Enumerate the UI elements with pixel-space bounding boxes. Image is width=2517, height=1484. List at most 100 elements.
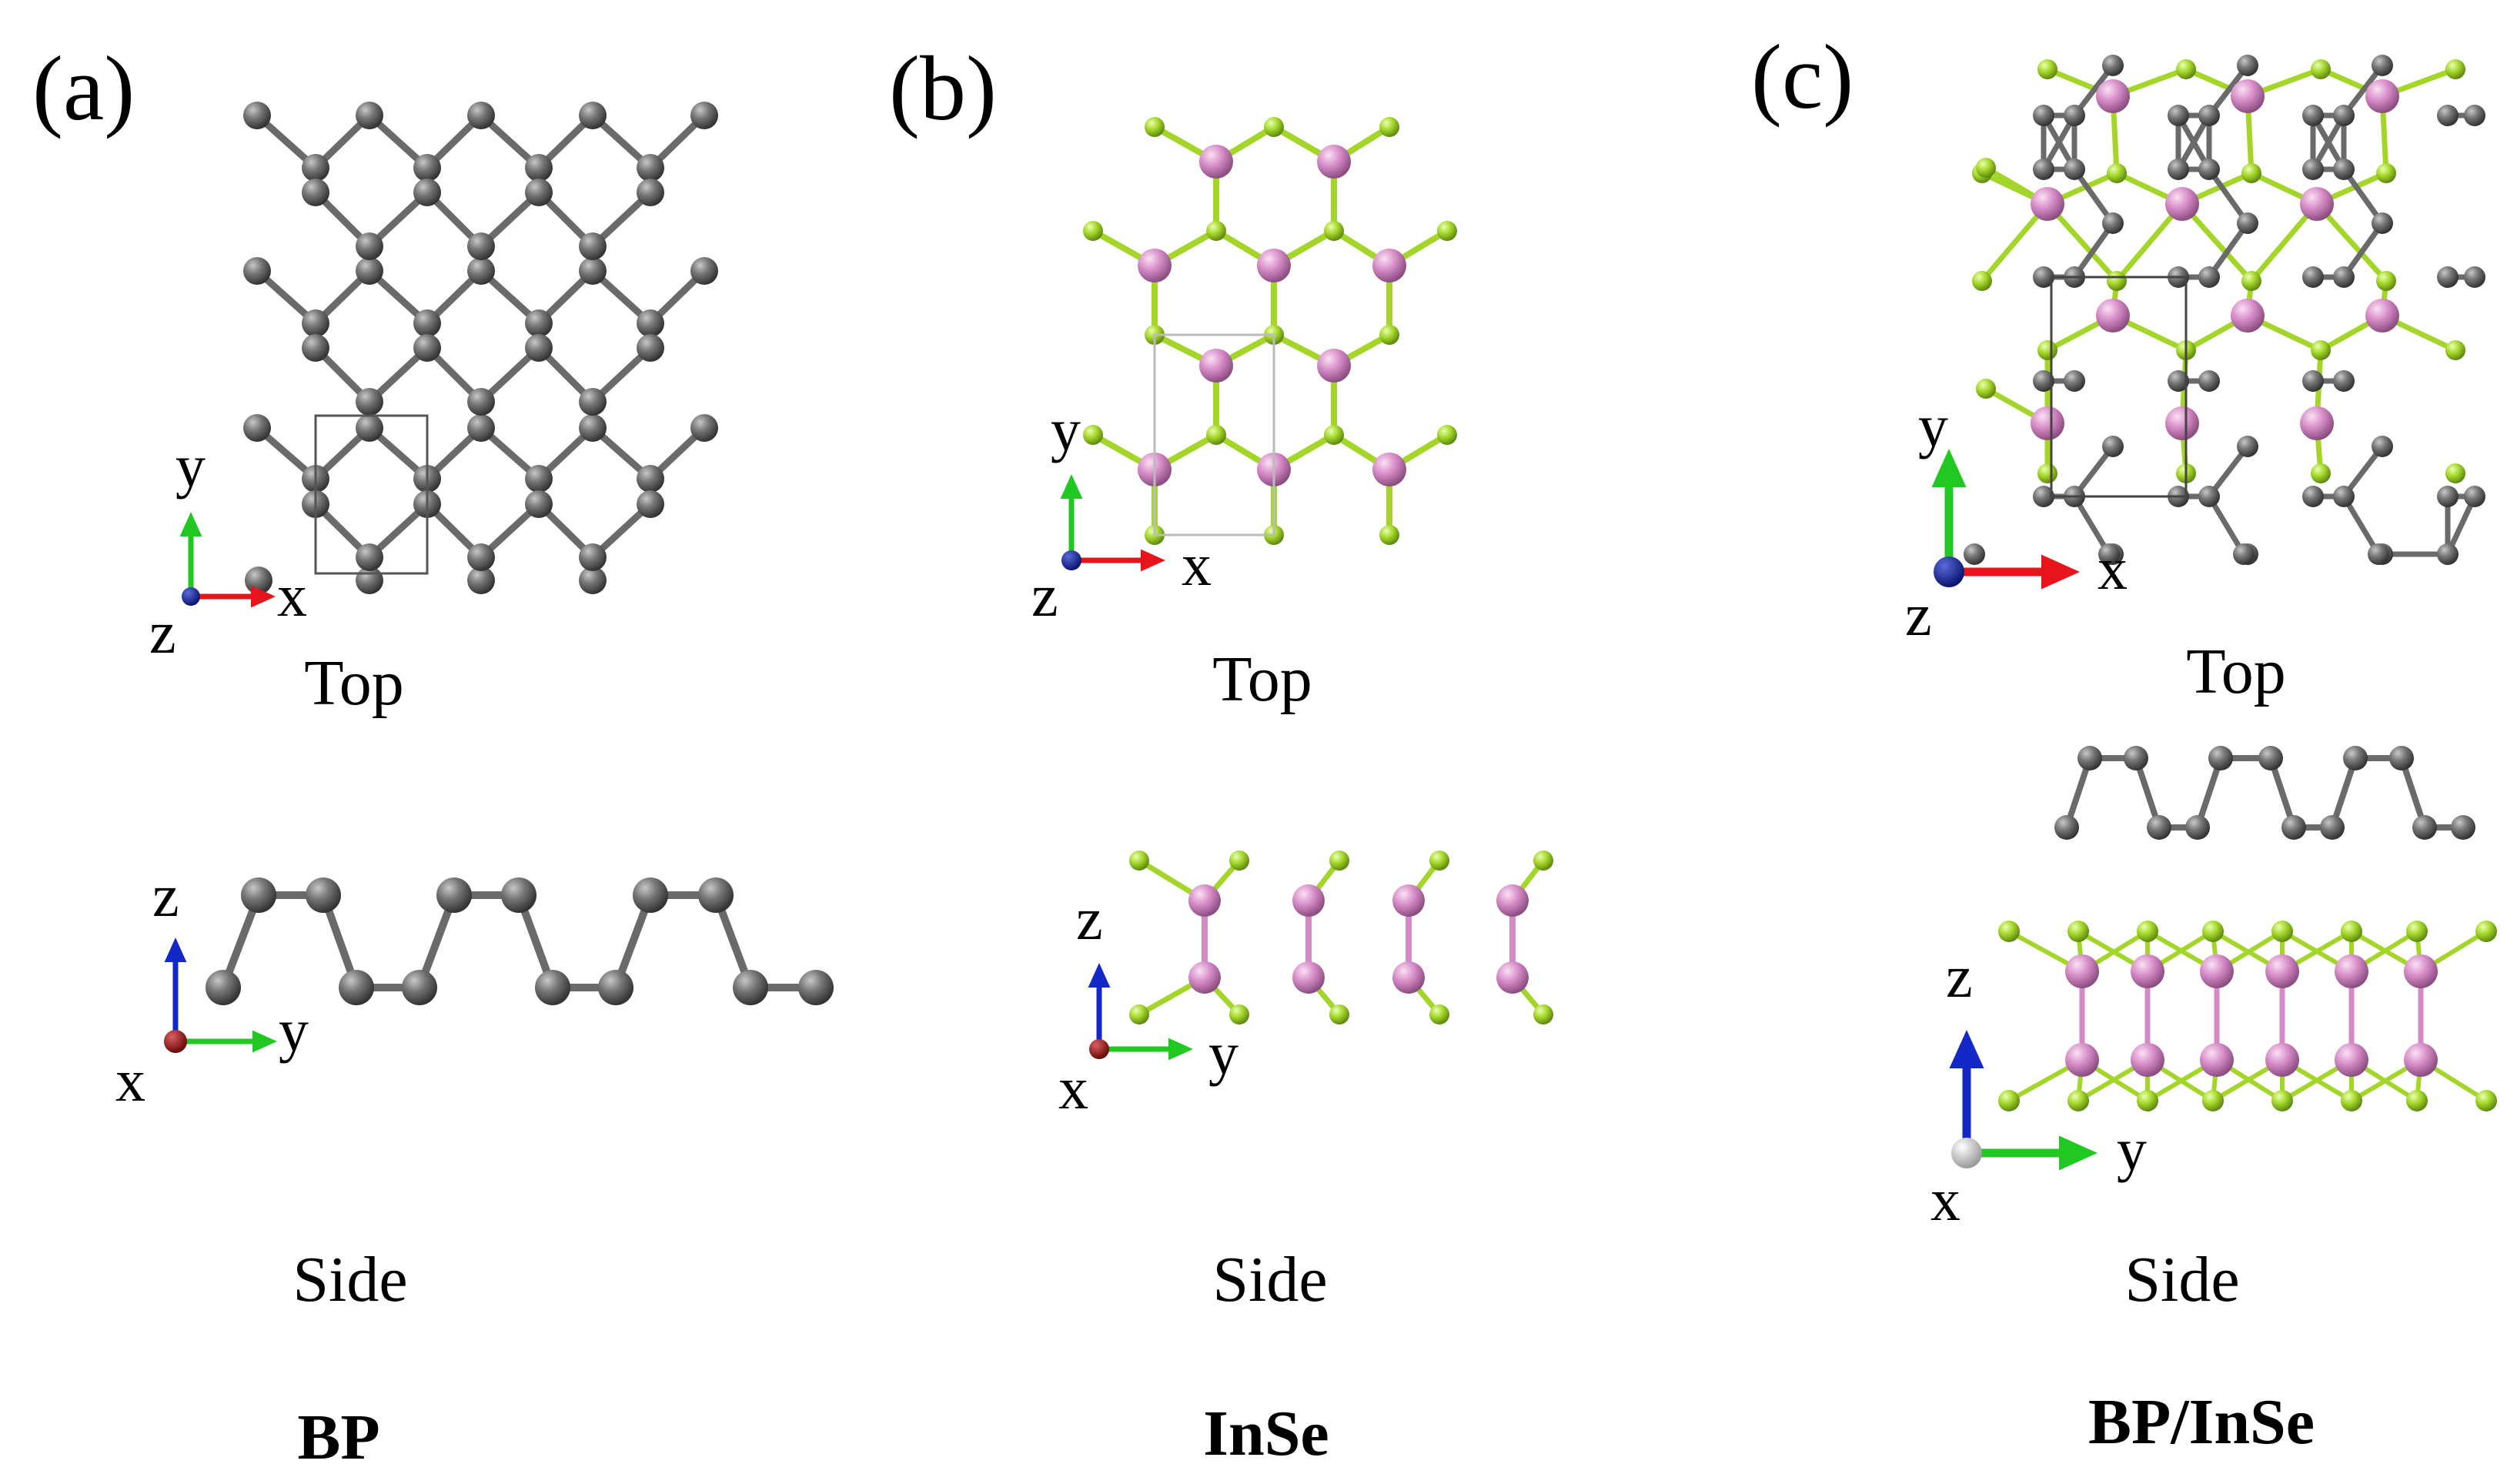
indium-atom	[2096, 299, 2130, 333]
phosphorus-atom	[2233, 543, 2255, 565]
selenium-atom	[1533, 851, 1553, 871]
bp-inse-unit-cell-box	[2050, 276, 2188, 498]
panel-label-c: (c)	[1751, 25, 1853, 128]
indium-atom	[1257, 249, 1291, 282]
phosphorus-atom	[579, 257, 607, 285]
phosphorus-atom	[2098, 543, 2120, 565]
indium-atom	[2096, 79, 2130, 113]
panel-b-top-caption: Top	[1212, 643, 1312, 715]
indium-atom	[2265, 1043, 2299, 1077]
indium-atom	[1392, 961, 1425, 994]
selenium-atom	[2067, 1090, 2089, 1111]
selenium-atom	[2107, 271, 2127, 291]
phosphorus-atom	[2320, 815, 2345, 840]
phosphorus-atom	[413, 154, 441, 182]
phosphorus-atom	[413, 334, 441, 362]
phosphorus-atom	[690, 414, 718, 442]
selenium-atom	[2445, 340, 2465, 360]
axis-origin	[182, 587, 200, 606]
phosphorus-atom	[467, 414, 495, 442]
phosphorus-atom	[241, 877, 276, 913]
phosphorus-atom	[2302, 486, 2324, 507]
indium-atom	[1138, 249, 1172, 282]
phosphorus-atom	[637, 334, 664, 362]
phosphorus-atom	[302, 309, 329, 337]
axis-origin	[1934, 556, 1964, 587]
phosphorus-atom	[579, 543, 607, 571]
indium-atom	[2065, 1043, 2099, 1077]
phosphorus-atom	[206, 970, 241, 1005]
phosphorus-atom	[467, 232, 495, 260]
selenium-atom	[1129, 1004, 1149, 1024]
bond	[2071, 166, 2116, 226]
axis-arrowhead	[1949, 1030, 1984, 1068]
axis-arrowhead	[1141, 549, 1165, 572]
phosphorus-atom	[243, 257, 271, 285]
axis-label: y	[1918, 393, 1948, 460]
phosphorus-atom	[413, 179, 441, 206]
indium-atom	[1392, 884, 1425, 917]
axis-arrowhead	[1931, 449, 1967, 487]
phosphorus-atom	[243, 102, 271, 129]
phosphorus-atom	[413, 309, 441, 337]
phosphorus-atom	[302, 179, 329, 206]
indium-atom	[1496, 884, 1529, 917]
axis-label: y	[279, 997, 309, 1064]
phosphorus-atom	[698, 877, 734, 913]
phosphorus-atom	[302, 334, 329, 362]
axis-label: z	[1905, 581, 1932, 648]
selenium-atom	[2202, 921, 2224, 942]
selenium-atom	[1083, 425, 1103, 445]
bp-inse-top-view-structure	[1964, 55, 2485, 565]
indium-atom	[1317, 349, 1351, 383]
axis-label: x	[2098, 535, 2128, 602]
phosphorus-atom	[302, 154, 329, 182]
selenium-atom	[1429, 1004, 1449, 1024]
phosphorus-atom	[2198, 370, 2220, 392]
selenium-atom	[1229, 1004, 1249, 1024]
axis-label: z	[1076, 885, 1103, 952]
axis-origin	[1089, 1039, 1109, 1059]
phosphorus-atom	[2437, 266, 2459, 288]
phosphorus-atom	[2033, 159, 2054, 180]
selenium-atom	[2241, 163, 2261, 183]
indium-atom	[1199, 145, 1233, 179]
phosphorus-atom	[2437, 543, 2459, 565]
bond	[2341, 220, 2385, 280]
panel-a-side-caption: Side	[292, 1244, 407, 1315]
panel-a-top-caption: Top	[304, 647, 403, 719]
phosphorus-atom	[2437, 105, 2459, 126]
selenium-atom	[2271, 1090, 2293, 1111]
phosphorus-atom	[2333, 486, 2355, 507]
bond	[2179, 201, 2255, 284]
indium-atom	[2165, 406, 2199, 440]
phosphorus-atom	[2102, 212, 2124, 234]
selenium-atom	[1998, 1090, 2020, 1111]
inse-side-view-structure	[1129, 851, 1553, 1024]
phosphorus-atom	[2333, 370, 2355, 392]
selenium-atom	[2311, 463, 2331, 483]
selenium-atom	[2202, 1090, 2224, 1111]
phosphorus-atom	[2464, 266, 2485, 288]
phosphorus-atom	[2198, 486, 2220, 507]
phosphorus-atom	[2237, 436, 2258, 457]
phosphorus-atom	[2258, 746, 2283, 770]
selenium-atom	[2107, 163, 2127, 183]
axis-label: x	[1930, 1166, 1960, 1233]
phosphorus-atom	[2124, 746, 2148, 770]
selenium-atom	[1379, 325, 1399, 345]
indium-atom	[2231, 299, 2265, 333]
phosphorus-atom	[637, 309, 664, 337]
axis-origin	[1061, 550, 1081, 570]
phosphorus-atom	[2302, 266, 2324, 288]
selenium-atom	[1083, 221, 1103, 241]
axis-label: y	[2117, 1116, 2147, 1183]
selenium-atom	[2376, 163, 2396, 183]
indium-atom	[2200, 954, 2234, 988]
panel-b-side-caption: Side	[1212, 1244, 1327, 1315]
panel-a-material-label: BP	[297, 1402, 379, 1473]
phosphorus-atom	[2198, 266, 2220, 288]
selenium-atom	[1976, 379, 1996, 399]
axis-label: z	[149, 599, 176, 666]
selenium-atom	[2445, 463, 2465, 483]
